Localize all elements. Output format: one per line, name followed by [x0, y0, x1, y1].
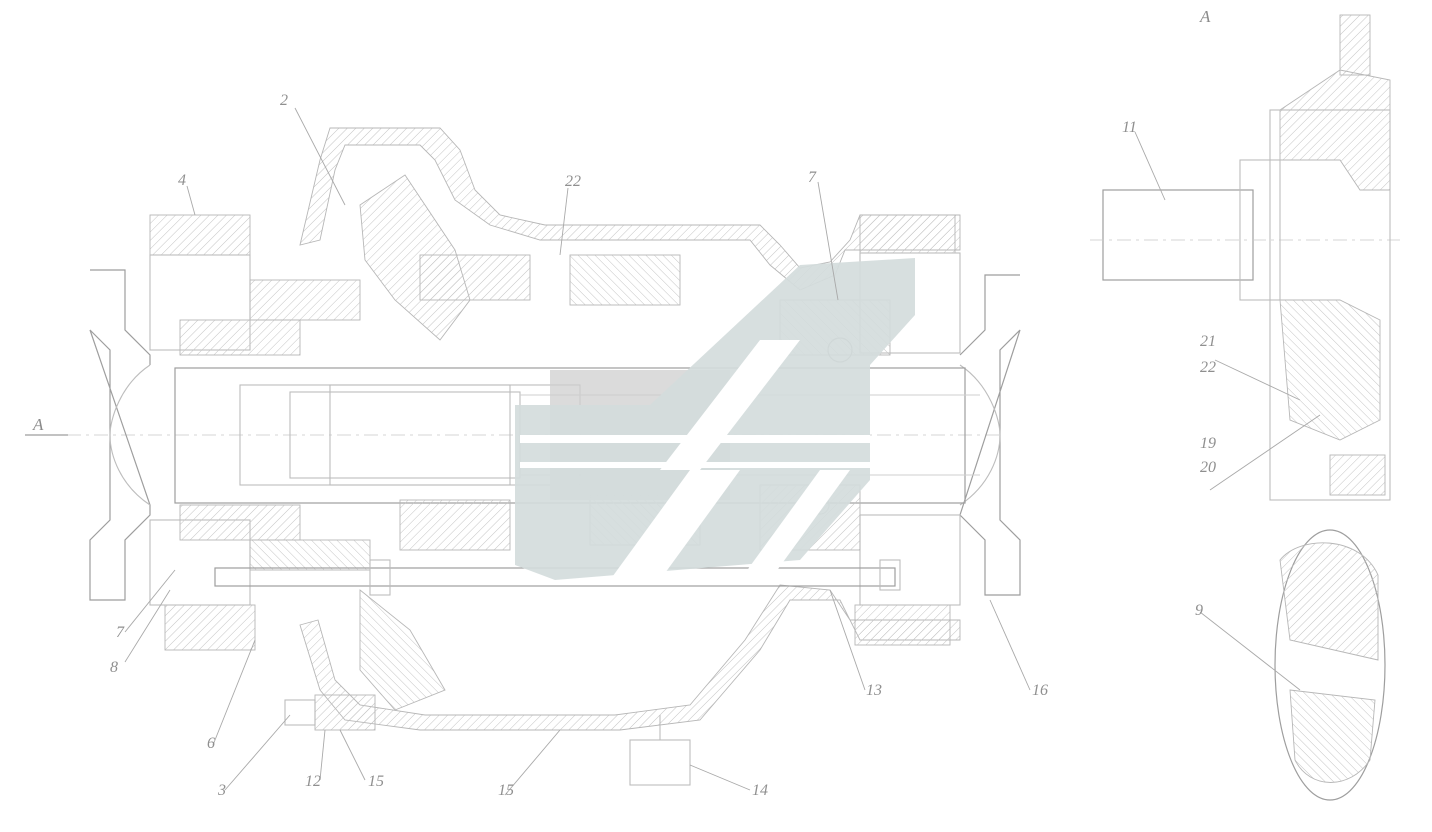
gear-leader-9	[1199, 611, 1301, 691]
gear-stack-lower-left	[249, 539, 371, 571]
leader-15b	[504, 729, 561, 796]
view-a-callout-11: 11	[1122, 119, 1137, 136]
leader-12	[319, 729, 326, 781]
view-a-detail: A 11 21 22 19 20	[1090, 7, 1400, 501]
view-a-leader-20	[1209, 414, 1321, 491]
callout-4: 4	[178, 172, 186, 189]
view-a-callout-22: 22	[1200, 359, 1216, 376]
right-flange-body-bottom	[859, 514, 961, 606]
bearing-upper-left	[179, 319, 301, 356]
leader-6	[212, 639, 256, 746]
section-label-a: A	[32, 415, 44, 434]
leader-14	[689, 764, 751, 791]
gear-stack-upper-left	[249, 279, 361, 321]
leader-7	[817, 181, 839, 301]
gear-hatch-upper	[1279, 542, 1379, 661]
right-flange-top	[859, 214, 956, 254]
callout-2: 2	[280, 92, 288, 109]
leader-13	[829, 589, 866, 691]
view-a-collar	[1239, 159, 1281, 301]
callout-14: 14	[752, 782, 768, 799]
bevel-gear-lower	[359, 589, 446, 711]
callout-15b: 15	[498, 782, 514, 799]
left-yoke-arc	[109, 364, 151, 506]
right-yoke	[959, 274, 1021, 596]
callout-13: 13	[866, 682, 882, 699]
gear-hatch-lower	[1289, 689, 1376, 783]
view-a-housing-top	[1279, 69, 1391, 191]
gear-stack-upper-2	[569, 254, 681, 306]
view-a-callout-19: 19	[1200, 435, 1216, 452]
left-yoke	[89, 269, 151, 601]
view-a-callout-20: 20	[1200, 459, 1216, 476]
view-a-leader-21	[1214, 359, 1301, 401]
view-a-top-lug	[1339, 14, 1371, 76]
main-section-view: A 2 4 22 7 8 7 6 3 12 15 15 14 13 16	[25, 92, 1048, 799]
view-a-bottom-lug	[1329, 454, 1386, 496]
upper-housing	[299, 127, 961, 291]
callout-8: 8	[110, 659, 118, 676]
gear-callout-9: 9	[1195, 602, 1203, 619]
leader-3	[224, 714, 291, 791]
leader-15	[339, 729, 366, 781]
callout-7: 7	[808, 169, 817, 186]
callout-7b: 7	[116, 624, 125, 641]
rod-collar	[369, 559, 391, 596]
callout-16: 16	[1032, 682, 1048, 699]
view-a-frame	[1269, 109, 1391, 501]
leader-7-lower	[124, 569, 176, 633]
view-a-leader-11	[1134, 131, 1166, 201]
gear-stack-upper-1	[419, 254, 531, 301]
mounting-foot	[629, 739, 691, 786]
callout-6: 6	[207, 735, 215, 752]
rod-end	[879, 559, 901, 591]
drain-plug-body	[314, 694, 376, 731]
callout-12: 12	[305, 773, 321, 790]
leader-22	[559, 187, 569, 256]
leader-4	[186, 185, 196, 216]
stripe-logo-icon	[515, 258, 915, 580]
callout-15: 15	[368, 773, 384, 790]
view-a-shaft	[1102, 189, 1254, 281]
view-a-housing-mid	[1279, 299, 1381, 441]
bearing-lower-left	[179, 504, 301, 541]
leader-2	[294, 107, 346, 206]
left-flange-top	[149, 214, 251, 256]
gear-detail-view: 9	[1195, 529, 1386, 801]
gear-outline	[1274, 529, 1386, 801]
right-flange-bottom	[854, 604, 951, 646]
view-label-a: A	[1199, 7, 1211, 26]
shaft-segment-center	[329, 384, 511, 486]
callout-22: 22	[565, 173, 581, 190]
gear-stack-lower-1	[399, 499, 511, 551]
leader-16	[989, 599, 1031, 691]
callout-3: 3	[217, 782, 226, 799]
leader-8	[124, 589, 171, 663]
view-a-callout-21: 21	[1200, 333, 1216, 350]
right-yoke-arc	[959, 364, 1001, 506]
left-flange-bottom	[164, 604, 256, 651]
drain-plug	[284, 699, 316, 726]
